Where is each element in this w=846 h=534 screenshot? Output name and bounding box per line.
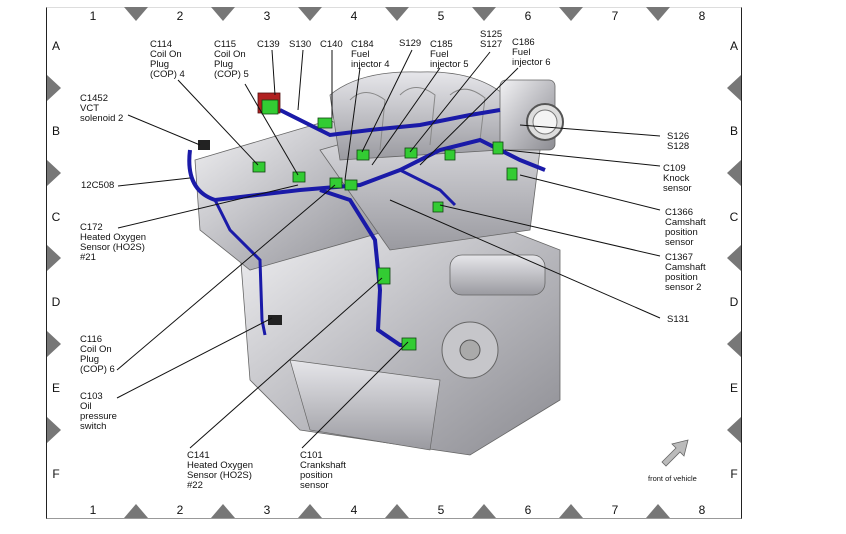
grid-row-left-F: F (52, 467, 60, 481)
grid-column-top-5: 5 (437, 9, 445, 23)
callout-c1452: C1452 VCT solenoid 2 (80, 93, 124, 124)
grid-row-right-B: B (729, 124, 738, 138)
callout-s129: S129 (399, 38, 422, 49)
grid-marker-right (727, 75, 741, 101)
callout-c140: C140 (320, 39, 343, 50)
callout-s130: S130 (289, 39, 312, 50)
grid-row-right-F: F (730, 467, 738, 481)
front-of-vehicle-arrow (661, 439, 689, 467)
callout-c1366: C1366 Camshaft position sensor (665, 207, 706, 248)
grid-marker-bottom (124, 504, 148, 518)
grid-marker-top (385, 7, 409, 21)
grid-marker-left (47, 75, 61, 101)
grid-marker-bottom (298, 504, 322, 518)
grid-column-bot-3: 3 (263, 503, 271, 517)
grid-marker-top (646, 7, 670, 21)
grid-row-left-E: E (51, 381, 60, 395)
grid-row-right-E: E (729, 381, 738, 395)
callout-c114: C114 Coil On Plug (COP) 4 (150, 39, 185, 80)
grid-column-bot-1: 1 (89, 503, 97, 517)
callout-c172: C172 Heated Oxygen Sensor (HO2S) #21 (80, 222, 147, 263)
grid-column-bot-8: 8 (698, 503, 706, 517)
callout-c185: C185 Fuel injector 5 (430, 39, 469, 70)
grid-marker-left (47, 245, 61, 271)
grid-marker-right (727, 417, 741, 443)
grid-column-top-8: 8 (698, 9, 706, 23)
grid-column-top-4: 4 (350, 9, 358, 23)
callout-c139: C139 (257, 39, 280, 50)
grid-marker-bottom (472, 504, 496, 518)
grid-marker-top (124, 7, 148, 21)
grid-column-bot-2: 2 (176, 503, 184, 517)
grid-marker-top (211, 7, 235, 21)
grid-marker-top (559, 7, 583, 21)
grid-row-left-C: C (51, 210, 61, 224)
grid-column-top-1: 1 (89, 9, 97, 23)
grid-marker-right (727, 245, 741, 271)
callout-c186: C186 Fuel injector 6 (512, 37, 551, 68)
grid-marker-top (472, 7, 496, 21)
grid-marker-bottom (211, 504, 235, 518)
grid-row-right-D: D (729, 295, 739, 309)
grid-column-top-7: 7 (611, 9, 619, 23)
grid-marker-right (727, 160, 741, 186)
grid-column-bot-6: 6 (524, 503, 532, 517)
grid-column-top-2: 2 (176, 9, 184, 23)
grid-marker-left (47, 417, 61, 443)
grid-column-top-6: 6 (524, 9, 532, 23)
grid-row-right-A: A (729, 39, 738, 53)
callout-12c508: 12C508 (81, 180, 115, 191)
callout-c101: C101 Crankshaft position sensor (300, 450, 346, 491)
grid-marker-bottom (559, 504, 583, 518)
grid-row-left-A: A (51, 39, 60, 53)
grid-row-left-D: D (51, 295, 61, 309)
callout-c1367: C1367 Camshaft position sensor 2 (665, 252, 706, 293)
callout-c141: C141 Heated Oxygen Sensor (HO2S) #22 (187, 450, 254, 491)
callout-c115: C115 Coil On Plug (COP) 5 (214, 39, 249, 80)
callout-s125-s127: S125 S127 (480, 29, 503, 50)
grid-column-bot-5: 5 (437, 503, 445, 517)
callout-s131: S131 (667, 314, 690, 325)
callout-c103: C103 Oil pressure switch (80, 391, 117, 432)
grid-marker-top (298, 7, 322, 21)
grid-marker-left (47, 160, 61, 186)
grid-column-top-3: 3 (263, 9, 271, 23)
grid-marker-right (727, 331, 741, 357)
front-of-vehicle-label: front of vehicle (648, 474, 697, 483)
grid-marker-bottom (646, 504, 670, 518)
grid-column-bot-7: 7 (611, 503, 619, 517)
grid-column-bot-4: 4 (350, 503, 358, 517)
callout-c116: C116 Coil On Plug (COP) 6 (80, 334, 115, 375)
callout-c184: C184 Fuel injector 4 (351, 39, 390, 70)
grid-row-right-C: C (729, 210, 739, 224)
grid-marker-bottom (385, 504, 409, 518)
grid-marker-left (47, 331, 61, 357)
grid-row-left-B: B (51, 124, 60, 138)
callout-s126-s128: S126 S128 (667, 131, 690, 152)
callout-c109: C109 Knock sensor (663, 163, 692, 194)
